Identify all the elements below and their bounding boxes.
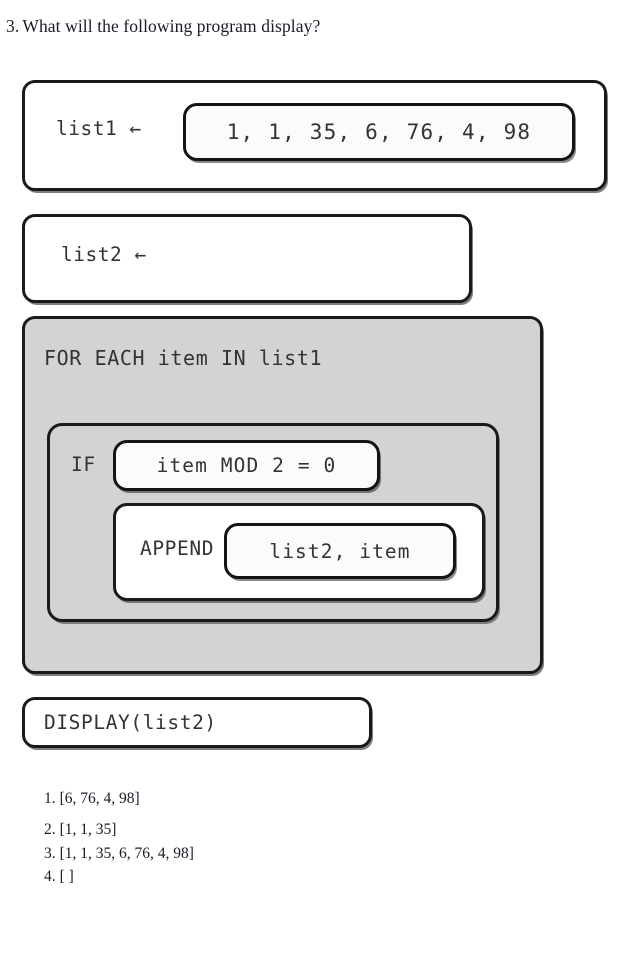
list1-value-pill[interactable]: 1, 1, 35, 6, 76, 4, 98 [183, 103, 575, 161]
statement-block-assign-list1[interactable]: list1 ← 1, 1, 35, 6, 76, 4, 98 [22, 80, 607, 191]
answer-choice-3-number: 3. [44, 844, 56, 862]
answer-choice-3[interactable]: 3.[1, 1, 35, 6, 76, 4, 98] [44, 844, 464, 864]
answer-choice-4[interactable]: 4.[ ] [44, 867, 464, 887]
assign-list2-label: list2 ← [61, 243, 147, 266]
question-text: What will the following program display? [22, 16, 321, 36]
append-keyword-label: APPEND [140, 537, 215, 560]
answer-choice-1-number: 1. [44, 790, 56, 807]
assign-list1-label: list1 ← [56, 117, 142, 140]
statement-block-display[interactable]: DISPLAY(list2) [22, 697, 372, 748]
answer-choice-1-text: [6, 76, 4, 98] [59, 790, 140, 807]
answer-choice-1[interactable]: 1.[6, 76, 4, 98] [44, 789, 464, 809]
question-header: 3.What will the following program displa… [6, 16, 320, 37]
append-arguments-pill[interactable]: list2, item [224, 523, 456, 579]
if-keyword-label: IF [71, 453, 96, 476]
if-condition-text: item MOD 2 = 0 [156, 454, 337, 477]
list1-value-text: 1, 1, 35, 6, 76, 4, 98 [226, 120, 532, 144]
loop-block-for-each[interactable]: FOR EACH item IN list1 IF item MOD 2 = 0… [22, 316, 543, 674]
for-each-label: FOR EACH item IN list1 [44, 346, 323, 370]
if-condition-pill[interactable]: item MOD 2 = 0 [113, 440, 380, 491]
answer-choice-2-number: 2. [44, 821, 56, 839]
conditional-block-if[interactable]: IF item MOD 2 = 0 APPEND list2, item [47, 423, 499, 622]
answer-choice-4-number: 4. [44, 868, 56, 886]
answer-choice-2[interactable]: 2.[1, 1, 35] [44, 820, 464, 840]
answer-choice-2-text: [1, 1, 35] [59, 821, 117, 839]
append-arguments-text: list2, item [269, 539, 411, 563]
answer-choices-list: 1.[6, 76, 4, 98] 2.[1, 1, 35] 3.[1, 1, 3… [44, 789, 464, 888]
answer-choice-3-text: [1, 1, 35, 6, 76, 4, 98] [59, 844, 194, 862]
answer-choice-4-text: [ ] [59, 868, 74, 886]
statement-block-append[interactable]: APPEND list2, item [113, 503, 485, 601]
display-label: DISPLAY(list2) [44, 711, 217, 734]
statement-block-assign-list2[interactable]: list2 ← [22, 214, 472, 303]
question-number: 3. [6, 16, 20, 36]
